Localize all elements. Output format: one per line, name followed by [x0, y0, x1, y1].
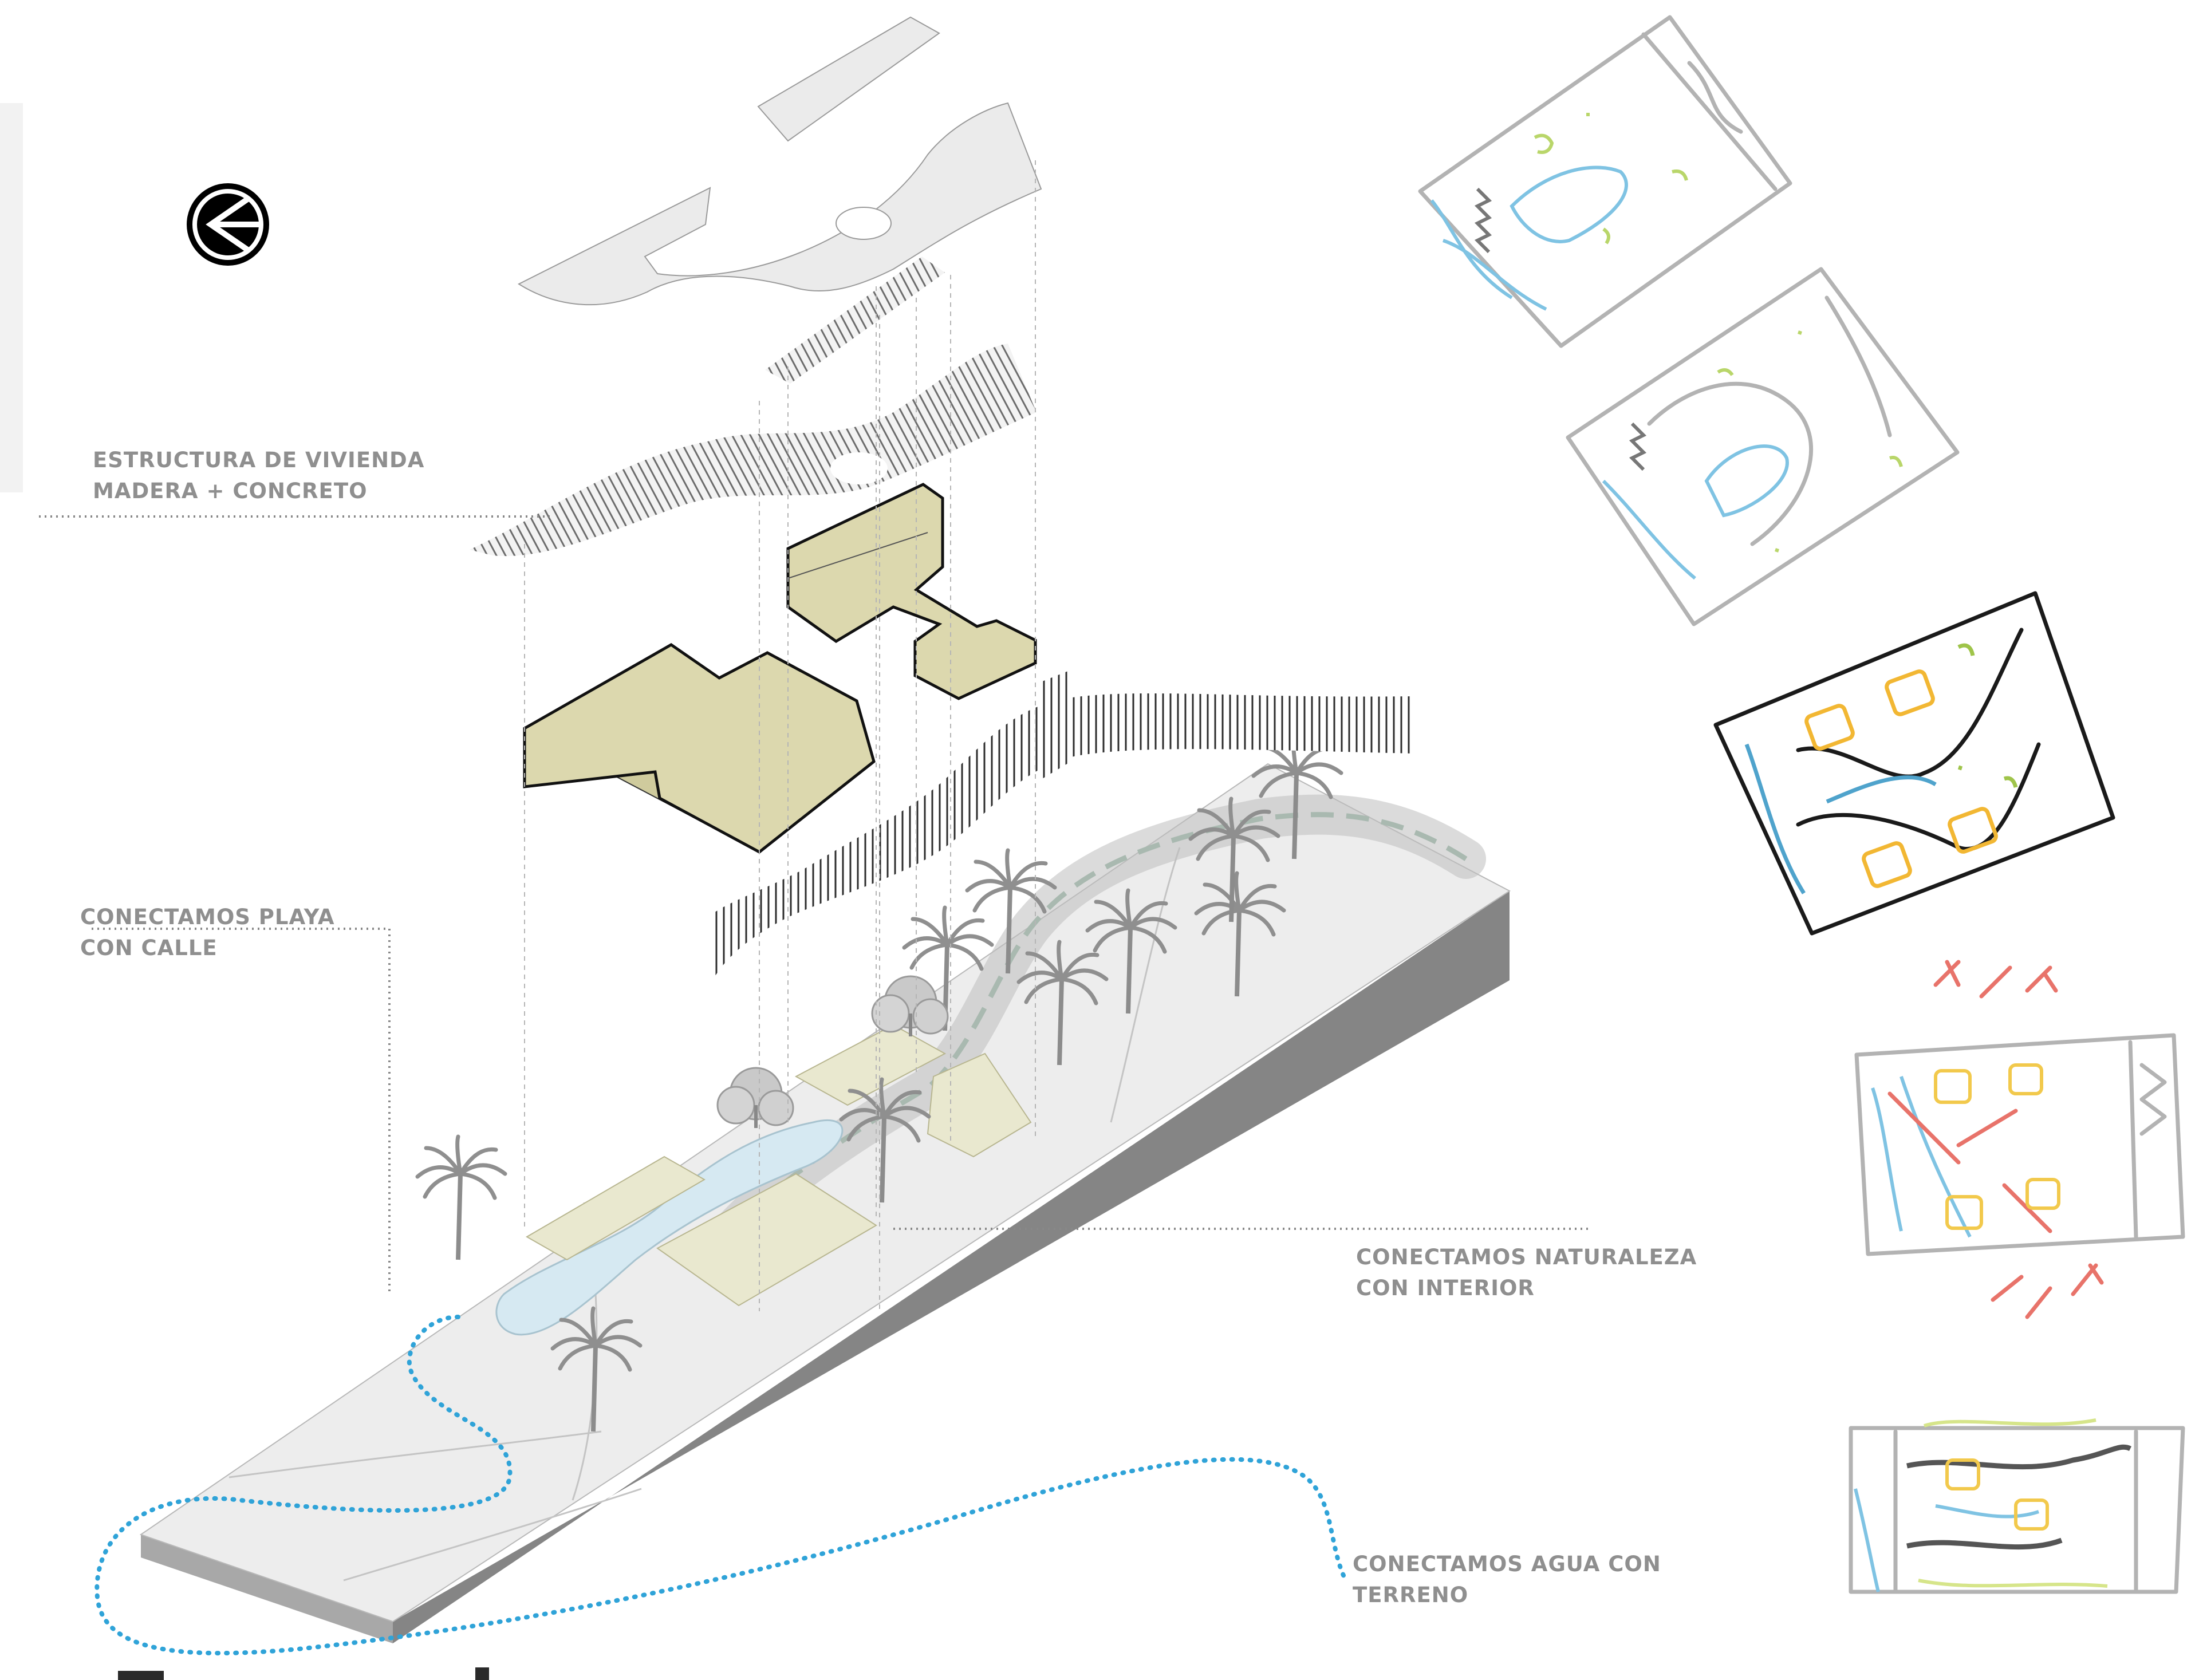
terrain-base: [139, 763, 1511, 1643]
sketch-1: [1418, 15, 1792, 348]
timber-louver-main: [470, 344, 1037, 557]
footprint-pad: [794, 1024, 947, 1106]
label-beach-line1: CONECTAMOS PLAYA: [80, 905, 334, 929]
deciduous-tree-icon: [872, 976, 948, 1036]
pond: [495, 1119, 844, 1336]
label-water-line2: TERRENO: [1353, 1583, 1468, 1607]
bottom-mark: [118, 1671, 164, 1680]
deciduous-tree-icon: [718, 1068, 793, 1128]
roof-opening: [836, 207, 892, 240]
label-nature-line1: CONECTAMOS NATURALEZA: [1356, 1245, 1697, 1269]
sketch-2: [1566, 267, 1960, 626]
bottom-mark: [475, 1667, 489, 1680]
footprint-pad: [927, 1052, 1032, 1158]
walking-path-centerline: [708, 812, 1468, 1261]
label-nature-line2: CON INTERIOR: [1356, 1276, 1535, 1300]
left-margin-shade: [0, 103, 23, 492]
palm-tree-icon: [417, 1137, 505, 1260]
terrain-lines: [228, 847, 1181, 1582]
label-water-line1: CONECTAMOS AGUA CON: [1353, 1552, 1661, 1576]
timber-louver-upper: [765, 257, 945, 384]
volume-right-seam: [787, 532, 928, 579]
sketch-3: [1713, 591, 2115, 936]
sketch-5: [1849, 1418, 2185, 1594]
roof-slab-main: [517, 102, 1042, 306]
sketch-4: [1854, 960, 2185, 1319]
footprint-pad: [656, 1173, 877, 1307]
circle-arrow-logo-icon: [187, 183, 269, 266]
timber-screen-short: [1042, 670, 1071, 779]
terrain-side-face: [393, 891, 1510, 1643]
volume-right-top: [786, 483, 1037, 700]
label-water: CONECTAMOS AGUA CON TERRENO: [1353, 1552, 1661, 1607]
projection-lines: [524, 160, 1036, 1311]
water-connection-line: [94, 1315, 1348, 1656]
louver-opening: [830, 452, 888, 484]
volume-left-top: [523, 643, 876, 854]
roof-slab-small: [757, 16, 940, 142]
label-beach: CONECTAMOS PLAYA CON CALLE: [80, 905, 391, 1293]
footprint-pad: [526, 1156, 706, 1261]
label-structure-line2: MADERA + CONCRETO: [93, 479, 368, 503]
building-volumes: [523, 483, 1037, 854]
label-structure: ESTRUCTURA DE VIVIENDA MADERA + CONCRETO: [39, 448, 550, 518]
terrain-front-face: [141, 1535, 393, 1643]
structure-layers: [470, 16, 1414, 985]
label-beach-line2: CON CALLE: [80, 936, 218, 960]
label-nature: CONECTAMOS NATURALEZA CON INTERIOR: [893, 1228, 1697, 1300]
label-structure-line1: ESTRUCTURA DE VIVIENDA: [93, 448, 424, 472]
